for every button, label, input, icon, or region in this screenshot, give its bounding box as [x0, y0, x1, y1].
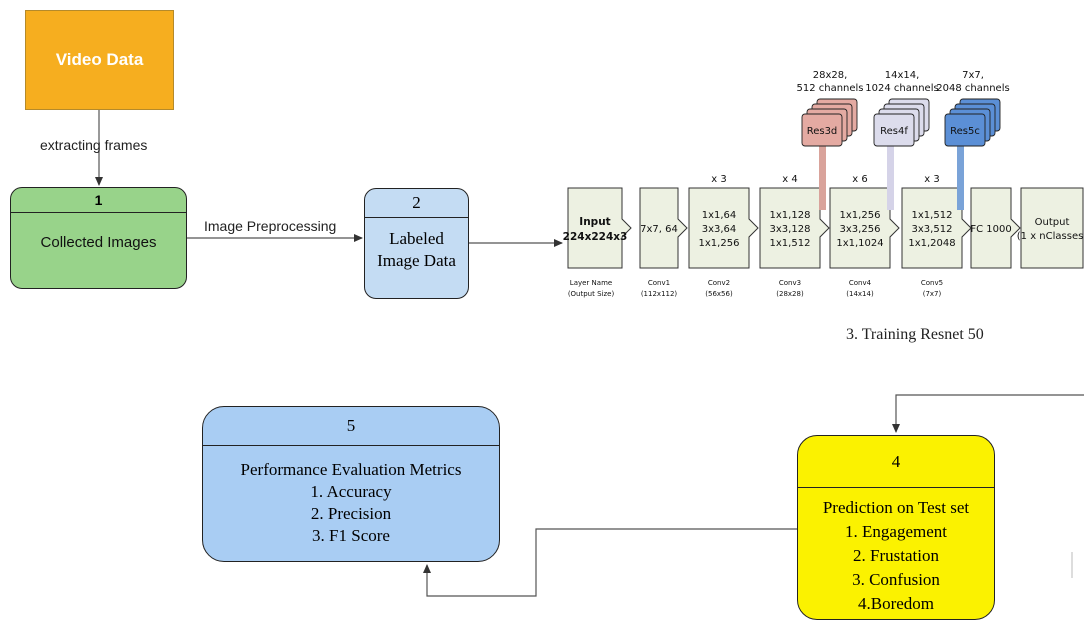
conv-block-line: 1x1,2048	[908, 238, 955, 249]
metric-item: 2. Precision	[310, 504, 392, 523]
layer-output-size: (14x14)	[846, 290, 874, 298]
feature-map-front	[944, 113, 986, 147]
performance-metrics-box: 5 Performance Evaluation Metrics 1. Accu…	[202, 406, 500, 562]
fc-layer	[970, 187, 1021, 269]
prediction-box: 4 Prediction on Test set 1. Engagement 2…	[797, 435, 995, 620]
conv1-layer	[639, 187, 688, 269]
metric-item: 3. F1 Score	[312, 526, 390, 545]
conv-block-line: 1x1,256	[840, 210, 881, 221]
prediction-item: 4.Boredom	[857, 594, 935, 613]
layer-name: Conv3	[779, 279, 801, 287]
layer-name: Conv1	[648, 279, 670, 287]
video-data-label: Video Data	[55, 50, 144, 69]
feature-map-label: Res5c	[950, 126, 980, 137]
conv-block-2	[688, 187, 759, 269]
image-preprocessing-label: Image Preprocessing	[204, 218, 337, 234]
feature-map-label: Res3d	[807, 126, 838, 137]
layer-output-size: (Output Size)	[568, 290, 615, 298]
prediction-item: 1. Engagement	[845, 522, 947, 541]
layer-name: Conv2	[708, 279, 730, 287]
conv-block-repeat: x 4	[782, 174, 797, 185]
conv-block-line: 3x3,256	[840, 224, 881, 235]
layer-output-size: (7x7)	[923, 290, 942, 298]
labeled-image-data-number: 2	[365, 189, 468, 218]
arrow-resnet-to-prediction	[892, 394, 1084, 433]
prediction-title: Prediction on Test set	[822, 498, 970, 517]
prediction-number: 4	[798, 436, 994, 488]
performance-metrics-number: 5	[203, 407, 499, 446]
feature-channels-label: 512 channels	[796, 83, 863, 94]
feature-connector	[957, 146, 964, 210]
resnet50-diagram: Input 224x224x3 7x7, 64 x 3 1x1,64 3x3,64 1x1,…	[563, 70, 1084, 298]
conv-block-line: 1x1,512	[912, 210, 953, 221]
conv-block-line: 3x3,128	[770, 224, 811, 235]
conv-block-line: 1x1,256	[699, 238, 740, 249]
labeled-image-data-line1: Labeled	[389, 229, 444, 248]
conv-block-line: 1x1,64	[702, 210, 737, 221]
conv-block-repeat: x 6	[852, 174, 867, 185]
feature-size-label: 28x28,	[813, 70, 848, 81]
conv-block-line: 3x3,512	[912, 224, 953, 235]
layer-output-size: (56x56)	[705, 290, 733, 298]
output-layer	[1020, 187, 1084, 269]
output-layer-label-2: (1 x nClasses)	[1017, 231, 1084, 242]
layer-output-size: (28x28)	[776, 290, 804, 298]
layer-output-size: (112x112)	[641, 290, 678, 298]
input-layer	[567, 187, 632, 269]
conv-block-line: 1x1,512	[770, 238, 811, 249]
feature-connector	[819, 146, 826, 210]
feature-map-front	[801, 113, 843, 147]
labeled-image-data-line2: Image Data	[377, 251, 456, 270]
layer-name: Conv4	[849, 279, 872, 287]
video-data-box: Video Data	[25, 10, 174, 110]
feature-map-label: Res4f	[880, 126, 908, 137]
feature-channels-label: 1024 channels	[865, 83, 938, 94]
performance-metrics-title: Performance Evaluation Metrics	[240, 460, 462, 479]
input-layer-label-2: 224x224x3	[563, 231, 628, 243]
layer-name: Layer Name	[570, 279, 612, 287]
collected-images-number: 1	[11, 188, 186, 213]
labeled-image-data-box: 2 Labeled Image Data	[364, 188, 469, 299]
feature-size-label: 7x7,	[962, 70, 984, 81]
conv-block-repeat: x 3	[924, 174, 939, 185]
conv-block-line: 1x1,128	[770, 210, 811, 221]
conv-block-repeat: x 3	[711, 174, 726, 185]
feature-connector	[887, 146, 894, 210]
prediction-item: 3. Confusion	[852, 570, 940, 589]
fc-layer-label: FC 1000	[970, 224, 1011, 235]
extracting-frames-label: extracting frames	[40, 137, 148, 153]
resnet-caption: 3. Training Resnet 50	[846, 326, 984, 343]
feature-channels-label: 2048 channels	[936, 83, 1009, 94]
prediction-item: 2. Frustation	[853, 546, 939, 565]
layer-name: Conv5	[921, 279, 943, 287]
conv-block-line: 3x3,64	[702, 224, 737, 235]
collected-images-box: 1 Collected Images	[10, 187, 187, 289]
output-layer-label-1: Output	[1035, 217, 1070, 228]
input-layer-label-1: Input	[579, 216, 610, 228]
conv1-layer-label: 7x7, 64	[640, 224, 678, 235]
collected-images-label: Collected Images	[40, 234, 157, 251]
conv-block-line: 1x1,1024	[836, 238, 883, 249]
arrow-prediction-to-metrics	[423, 528, 797, 597]
metric-item: 1. Accuracy	[310, 482, 392, 501]
feature-size-label: 14x14,	[885, 70, 920, 81]
feature-map-front	[873, 113, 915, 147]
